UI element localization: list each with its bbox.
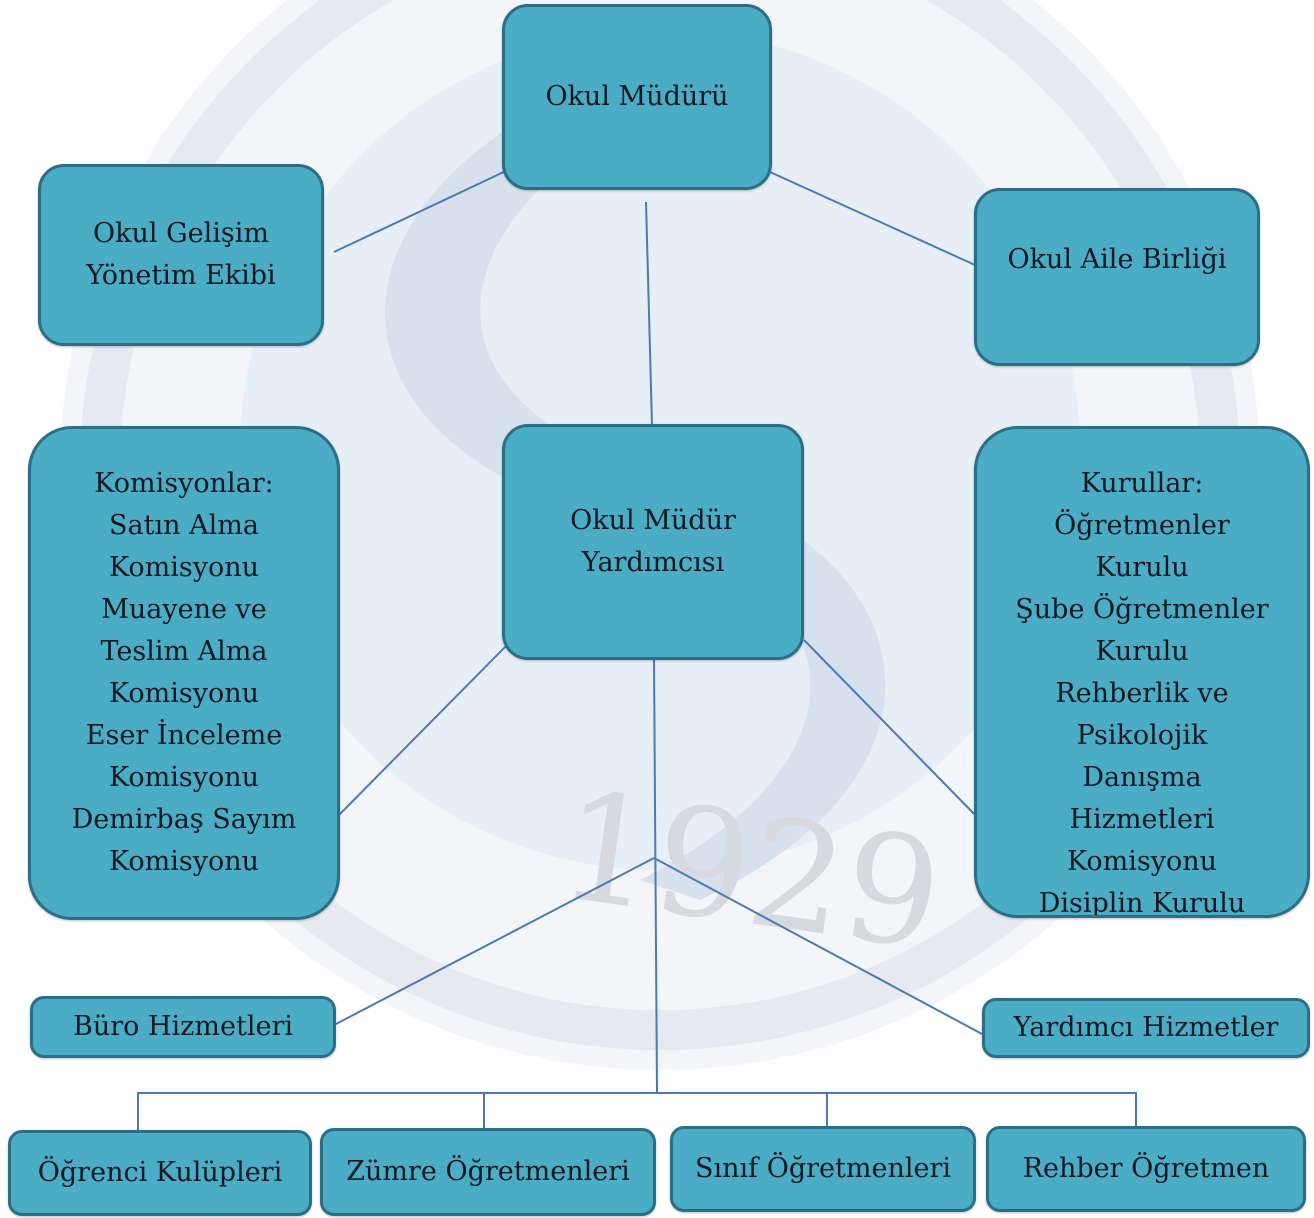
connector-muduru-aile [769, 171, 976, 266]
kurullar-line: Rehberlik ve [1055, 678, 1229, 709]
komisyonlar-line: Demirbaş Sayım [71, 804, 297, 835]
kurullar-line: Komisyonu [1066, 846, 1218, 877]
node-zumre-label: Zümre Öğretmenleri [346, 1156, 630, 1187]
node-gelisim-line-2: Yönetim Ekibi [86, 260, 276, 291]
komisyonlar-line: Teslim Alma [100, 636, 268, 667]
node-yardimci-label: Yardımcı Hizmetler [1013, 1012, 1279, 1043]
connector-yardimcisi-kurullar [803, 639, 983, 823]
komisyonlar-line: Satın Alma [109, 510, 259, 541]
kurullar-line: Psikolojik [1076, 720, 1208, 751]
komisyonlar-line: Komisyonu [108, 846, 260, 877]
komisyonlar-line: Komisyonlar: [94, 468, 274, 499]
kurullar-line: Kurullar: [1080, 468, 1204, 499]
kurullar-line: Hizmetleri [1069, 804, 1215, 835]
node-yardimci-hizmetler: Yardımcı Hizmetler [982, 998, 1310, 1058]
node-buro-label: Büro Hizmetleri [73, 1011, 293, 1042]
node-okul-aile-birligi: Okul Aile Birliği [974, 188, 1260, 366]
komisyonlar-line: Komisyonu [108, 552, 260, 583]
komisyonlar-line: Komisyonu [108, 678, 260, 709]
node-zumre-ogretmenleri: Zümre Öğretmenleri [320, 1128, 656, 1216]
node-ogrenci-label: Öğrenci Kulüpleri [37, 1157, 283, 1188]
node-kurullar: Kurullar: Öğretmenler Kurulu Şube Öğretm… [974, 426, 1310, 918]
node-aile-birligi-label: Okul Aile Birliği [1007, 244, 1227, 275]
kurullar-line: Danışma [1082, 762, 1202, 793]
node-ogrenci-kulupleri: Öğrenci Kulüpleri [8, 1130, 312, 1216]
connector-yardimcisi-trunk [653, 657, 658, 1094]
komisyonlar-line: Eser İnceleme [85, 720, 283, 751]
node-okul-mudur-yardimcisi: Okul Müdür Yardımcısı [502, 424, 804, 660]
kurullar-line: Disiplin Kurulu [1038, 888, 1246, 918]
kurullar-line: Kurulu [1095, 552, 1189, 583]
node-sinif-ogretmenleri: Sınıf Öğretmenleri [670, 1126, 976, 1212]
komisyonlar-line: Komisyonu [108, 762, 260, 793]
kurullar-line: Kurulu [1095, 636, 1189, 667]
komisyonlar-line: Muayene ve [101, 594, 267, 625]
node-okul-muduru-label: Okul Müdürü [545, 81, 729, 112]
connector-muduru-gelisim [333, 169, 509, 253]
connector-hub-buro [335, 857, 655, 1025]
node-buro-hizmetleri: Büro Hizmetleri [30, 996, 336, 1058]
node-okul-gelisim-yonetim-ekibi: Okul Gelişim Yönetim Ekibi [38, 164, 324, 346]
node-rehber-ogretmen: Rehber Öğretmen [986, 1126, 1306, 1212]
connector-hub-yardimci [653, 857, 983, 1035]
node-rehber-label: Rehber Öğretmen [1022, 1153, 1270, 1184]
kurullar-line: Şube Öğretmenler [1015, 594, 1269, 625]
node-yardimcisi-line-1: Okul Müdür [570, 505, 736, 536]
connector-yardimcisi-komisyonlar [335, 641, 511, 819]
connector-muduru-yardimcisi [645, 201, 653, 426]
node-gelisim-line-1: Okul Gelişim [92, 218, 269, 249]
node-sinif-label: Sınıf Öğretmenleri [694, 1153, 951, 1184]
connector-bottom-bus [137, 1092, 1137, 1130]
node-yardimcisi-line-2: Yardımcısı [581, 547, 725, 578]
node-komisyonlar: Komisyonlar: Satın Alma Komisyonu Muayen… [28, 426, 340, 920]
kurullar-line: Öğretmenler [1054, 510, 1230, 541]
node-okul-muduru: Okul Müdürü [502, 4, 772, 190]
